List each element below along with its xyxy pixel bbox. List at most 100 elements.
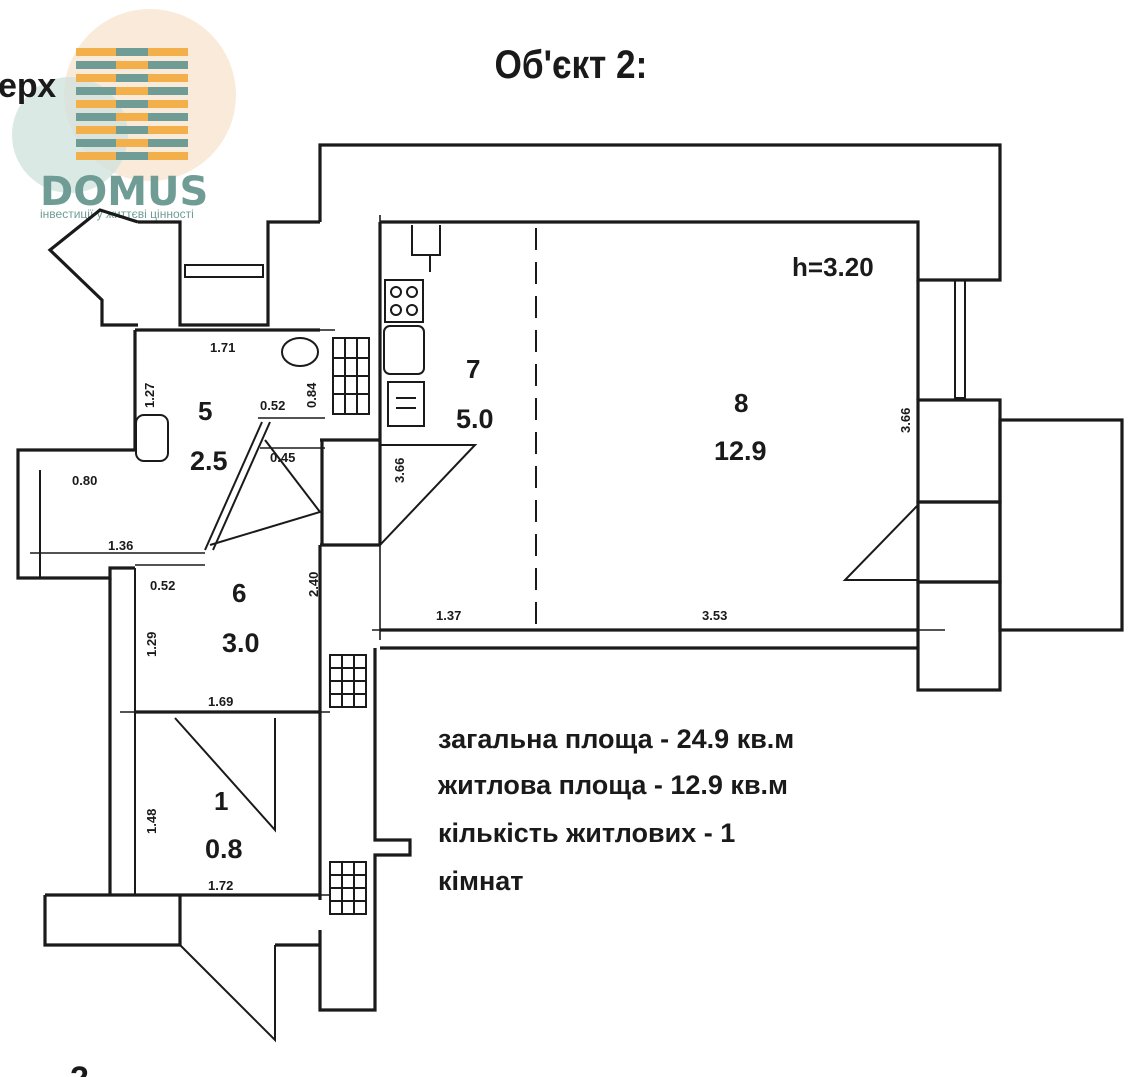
grid-cell	[341, 667, 355, 682]
dim-label: 1.37	[436, 608, 461, 623]
grid-cell	[341, 874, 355, 889]
logo-stripe	[116, 113, 156, 121]
dim-label: 3.66	[392, 458, 407, 483]
room-8-number: 8	[734, 388, 748, 418]
logo-stripe	[148, 139, 188, 147]
room-1-area: 0.8	[205, 834, 243, 864]
grid-cell	[341, 654, 355, 669]
dim-label: 1.72	[208, 878, 233, 893]
page-title: Об'єкт 2:	[495, 42, 648, 87]
room-6-number: 6	[232, 578, 246, 608]
logo-stripe	[148, 113, 188, 121]
logo-stripe	[76, 139, 116, 147]
radiator-grids	[329, 654, 367, 915]
wall-left-niche	[16, 448, 135, 580]
grid-cell	[353, 887, 367, 902]
wall-pillar-right-3	[916, 580, 1002, 692]
grid-cell	[353, 654, 367, 669]
door-leaf-room5	[204, 421, 263, 551]
summary-room-count: кількість житлових - 1	[438, 818, 735, 848]
window-top-left	[184, 264, 264, 278]
header-left-fragment: ерх	[0, 67, 56, 105]
summary-total-area: загальна площа - 24.9 кв.м	[438, 724, 794, 754]
logo-stripe	[116, 100, 156, 108]
room-6-area: 3.0	[222, 628, 260, 658]
washing-machine-icon	[387, 381, 425, 427]
room-8-area: 12.9	[714, 436, 767, 466]
area-summary: загальна площа - 24.9 кв.м житлова площа…	[437, 724, 794, 896]
logo-stripe	[148, 48, 188, 56]
logo-stripe	[148, 126, 188, 134]
room-labels: 5 2.5 7 5.0 8 12.9 6 3.0 1 0.8 h=3.20	[190, 252, 874, 864]
logo-stripe	[76, 61, 116, 69]
dim-label: 1.36	[108, 538, 133, 553]
wall-corner-block	[47, 208, 139, 327]
grid-cell	[341, 693, 355, 708]
logo-stripe	[76, 48, 116, 56]
window-right	[954, 279, 966, 399]
interior-fixtures	[135, 225, 537, 915]
room-5-area: 2.5	[190, 446, 228, 476]
grid-cell	[353, 861, 367, 876]
grid-cell	[353, 900, 367, 915]
dim-label: 0.52	[260, 398, 285, 413]
logo-stripe	[116, 74, 156, 82]
walls	[16, 143, 1124, 1043]
dim-label: 1.29	[144, 632, 159, 657]
dim-label: 3.53	[702, 608, 727, 623]
grid-cell	[329, 667, 343, 682]
grid-cell	[353, 667, 367, 682]
dim-label: 1.27	[142, 383, 157, 408]
ceiling-height: h=3.20	[792, 252, 874, 282]
wall-pillar-right	[916, 398, 1002, 504]
toilet-icon	[281, 337, 319, 367]
wall-top-left	[138, 220, 320, 327]
dim-label: 1.48	[144, 809, 159, 834]
dimension-lines	[30, 215, 945, 896]
logo-stripe	[116, 87, 156, 95]
room-7-number: 7	[466, 354, 480, 384]
logo-stripe	[148, 61, 188, 69]
logo-building-stripes	[76, 48, 188, 160]
dim-label: 0.52	[150, 578, 175, 593]
grid-cell	[329, 680, 343, 695]
logo-stripe	[148, 87, 188, 95]
grid-cell	[329, 887, 343, 902]
grid-cell	[329, 654, 343, 669]
grid-cell	[353, 693, 367, 708]
wall-top	[318, 143, 1002, 282]
logo-stripe	[116, 48, 156, 56]
logo-stripe	[76, 100, 116, 108]
stove-burner	[390, 304, 402, 316]
door-swing-bottom	[179, 944, 276, 1043]
dim-label: 0.84	[304, 382, 319, 408]
logo-stripe	[76, 74, 116, 82]
door-swing-kitchen	[379, 444, 478, 546]
logo-stripe	[76, 87, 116, 95]
dim-label: 0.80	[72, 473, 97, 488]
domus-logo: DOMUS інвестиції у життєві цінності	[12, 9, 236, 221]
stove-icon	[384, 279, 424, 323]
logo-stripe	[148, 152, 188, 160]
dim-label: 0.45	[270, 450, 295, 465]
basin-left-icon	[135, 414, 169, 462]
dim-label: 1.71	[210, 340, 235, 355]
dimension-labels: 1.71 1.27 0.52 0.84 0.45 0.80 3.66 3.66 …	[72, 340, 913, 893]
stove-burner	[406, 304, 418, 316]
grid-cell	[329, 861, 343, 876]
grid-cell	[329, 900, 343, 915]
door-swing-room1	[174, 717, 276, 833]
summary-living-area: житлова площа - 12.9 кв.м	[437, 770, 788, 800]
logo-stripe	[148, 74, 188, 82]
grid-cell	[329, 693, 343, 708]
washbasin-icon	[383, 325, 425, 375]
dim-label: 3.66	[898, 408, 913, 433]
grid-cell	[341, 887, 355, 902]
grid-cell	[341, 900, 355, 915]
logo-stripe	[116, 152, 156, 160]
logo-stripe	[116, 139, 156, 147]
room-1-number: 1	[214, 786, 228, 816]
grid-cell	[353, 874, 367, 889]
door-swing-room5	[209, 439, 322, 546]
